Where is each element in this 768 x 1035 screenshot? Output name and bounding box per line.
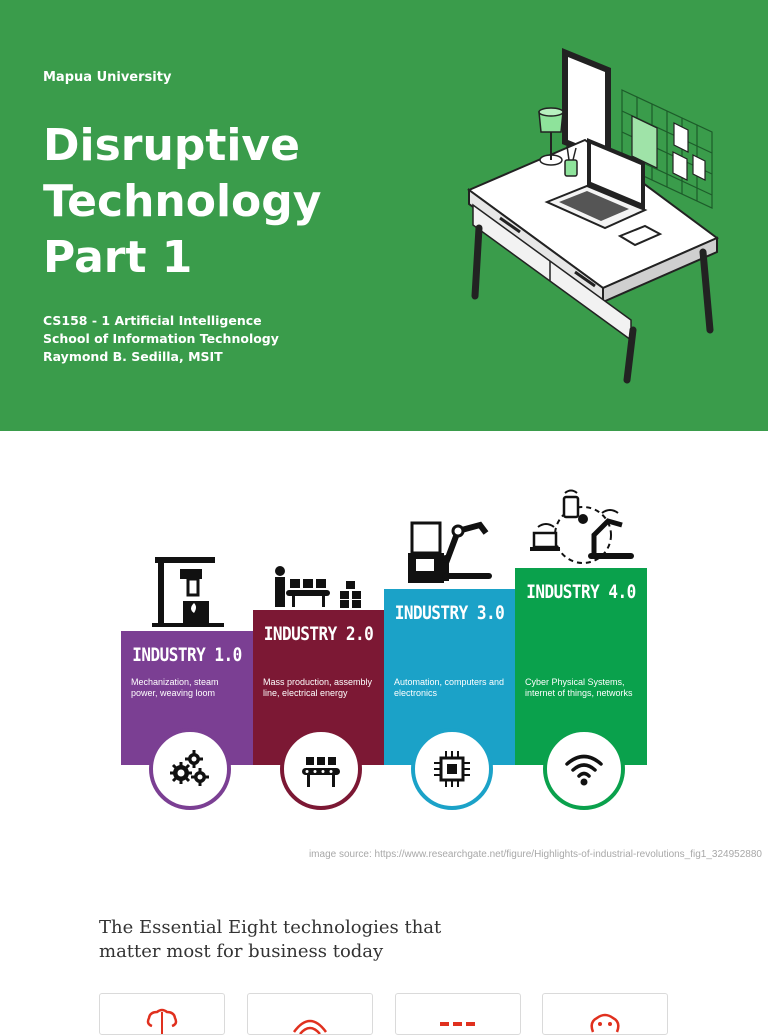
technology-card-1 — [99, 993, 225, 1035]
industry-4-title: INDUSTRY 4.0 — [526, 580, 636, 603]
industry-3-title: INDUSTRY 3.0 — [394, 601, 505, 624]
industry-2-title: INDUSTRY 2.0 — [263, 622, 374, 645]
essential-eight-heading-line-2: matter most for business today — [99, 941, 384, 962]
course-info: CS158 - 1 Artificial Intelligence School… — [43, 312, 279, 366]
wifi-icon — [565, 754, 603, 786]
industry-2-icon-circle — [280, 728, 362, 810]
industry-3-icon-circle — [411, 728, 493, 810]
school-name: School of Information Technology — [43, 331, 279, 346]
title-line-1: Disruptive — [43, 120, 300, 171]
brain-icon — [146, 1008, 178, 1034]
technology-card-2 — [247, 993, 373, 1035]
industry-1-icon-circle — [149, 728, 231, 810]
industry-1-title: INDUSTRY 1.0 — [132, 643, 242, 666]
industry-2-block: INDUSTRY 2.0 Mass production, assembly l… — [253, 610, 384, 765]
industrial-revolutions-infographic: INDUSTRY 1.0 Mechanization, steam power,… — [0, 431, 768, 871]
desk-with-laptop-illustration — [466, 48, 719, 384]
industry-3-description: Automation, computers and electronics — [394, 677, 505, 698]
essential-eight-heading-line-1: The Essential Eight technologies that — [99, 917, 442, 938]
technology-card-4 — [542, 993, 668, 1035]
robot-icon — [590, 1013, 620, 1033]
industry-2-description: Mass production, assembly line, electric… — [263, 677, 373, 698]
essential-eight-heading: The Essential Eight technologies that ma… — [99, 916, 441, 964]
gears-icon — [170, 750, 209, 786]
microchip-icon — [434, 751, 470, 787]
instructor-name: Raymond B. Sedilla, MSIT — [43, 349, 223, 364]
title-line-3: Part 1 — [43, 232, 193, 283]
iot-network-icon — [530, 489, 634, 564]
blockchain-icon — [440, 1022, 475, 1026]
title-slide: Mapua University Disruptive Technology P… — [0, 0, 768, 431]
slide-title: Disruptive Technology Part 1 — [43, 118, 321, 286]
robotic-arm-icon — [408, 521, 492, 583]
title-line-2: Technology — [43, 176, 322, 227]
university-name: Mapua University — [43, 70, 172, 85]
technology-card-3 — [395, 993, 521, 1035]
image-source-caption: image source: https://www.researchgate.n… — [308, 849, 762, 860]
industry-3-block: INDUSTRY 3.0 Automation, computers and e… — [384, 589, 515, 765]
drone-icon — [292, 1019, 328, 1034]
industry-1-description: Mechanization, steam power, weaving loom — [131, 677, 219, 698]
course-name: CS158 - 1 Artificial Intelligence — [43, 313, 262, 328]
laptop-icon — [544, 138, 648, 230]
assembly-worker-icon — [275, 566, 361, 608]
lamp-icon — [538, 107, 564, 166]
oil-derrick-icon — [152, 557, 224, 627]
industry-4-icon-circle — [543, 728, 625, 810]
industry-4-description: Cyber Physical Systems, internet of thin… — [525, 677, 633, 698]
pencil-cup-icon — [564, 145, 578, 177]
picture-frame-icon — [562, 48, 611, 164]
conveyor-belt-icon — [302, 757, 340, 787]
